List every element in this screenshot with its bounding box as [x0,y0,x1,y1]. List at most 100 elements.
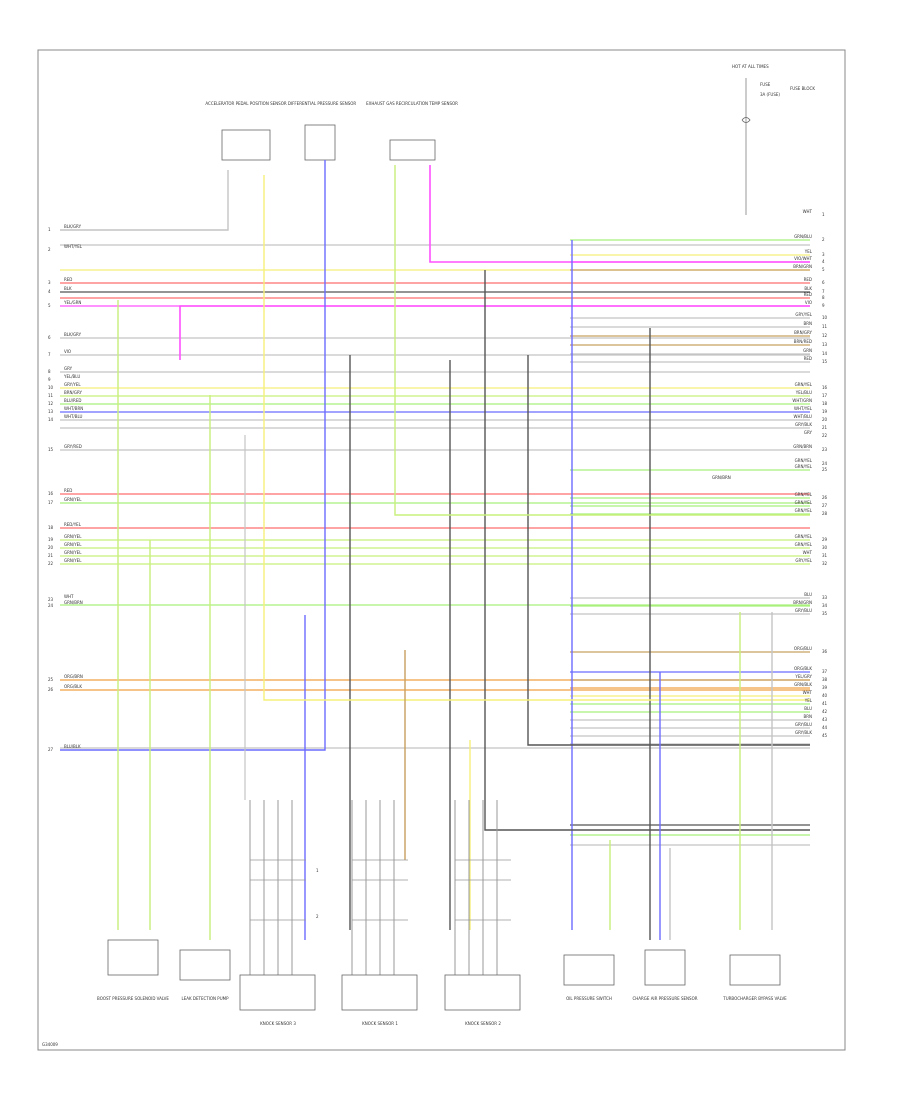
left-wire-pin: 25 [48,677,54,682]
egr-temp-sensor-box [389,139,436,161]
left-wire-label: YEL/GRN [63,300,81,305]
fuse-note-1: HOT AT ALL TIMES [732,64,769,69]
side-marker-1: 1 [316,868,319,873]
oil-pressure-switch-label: OIL PRESSURE SWITCH [566,996,612,1001]
left-wire-pin: 12 [48,401,54,406]
right-wire-label: VIO [805,300,812,305]
right-wire-label: GRY/YEL [795,558,812,563]
gry-wire [60,170,229,231]
right-wire-labels: WHT1GRN/BLU2YEL3VIO/WHT4BRN/GRN5RED6BLK7… [792,209,827,738]
right-wire-pin: 32 [822,561,828,566]
right-wire-pin: 2 [822,237,825,242]
right-wire-pin: 40 [822,693,828,698]
right-wire-label: GRN/YEL [795,534,813,539]
left-wire-pin: 26 [48,687,54,692]
right-wire-pin: 19 [822,409,828,414]
right-wire-pin: 43 [822,717,828,722]
left-wire-pin: 9 [48,377,51,382]
knock-sensor-3-label: KNOCK SENSOR 3 [260,1021,296,1026]
left-wire-label: BLK/GRY [64,332,82,337]
blk-wire-2 [527,355,810,746]
oil-pressure-switch-box [563,954,615,986]
left-wire-label: RED [64,277,72,282]
right-wire-label: GRN/BLU [794,234,812,239]
right-wire-pin: 27 [822,503,828,508]
right-wire-label: GRN/YEL [795,542,813,547]
right-wire-pin: 33 [822,595,828,600]
right-wire-pin: 4 [822,259,825,264]
left-wire-pin: 17 [48,500,54,505]
right-wire-label: GRY/BLK [795,422,812,427]
right-wire-label: GRN/YEL [795,458,813,463]
right-wire-pin: 17 [822,393,828,398]
left-wire-label: BLU/BLK [64,744,81,749]
left-wire-label: ORG/BRN [64,674,83,679]
left-wire-labels: BLK/GRY1WHT/YEL2RED3BLK4YEL/GRN5BLK/GRY6… [48,224,83,752]
blk-wire [484,270,810,831]
right-wire-pin: 20 [822,417,828,422]
right-wire-label: WHT [803,550,813,555]
knock-sensor-2-box [444,974,521,1011]
left-wire-pin: 6 [48,335,51,340]
left-wire-label: GRY [64,366,73,371]
right-wire-label: YEL/BLU [795,390,812,395]
right-wire-pin: 26 [822,495,828,500]
right-wire-label: ORG/BLK [794,666,812,671]
left-wire-label: GRN/BRN [64,600,83,605]
turbo-bypass-valve-label: TURBOCHARGER BYPASS VALVE [722,996,787,1001]
right-wire-label: RED [804,356,812,361]
left-wire-label: WHT/YEL [64,244,83,249]
leak-pump-label: LEAK DETECTION PUMP [182,996,230,1001]
knock-sensor-2-label: KNOCK SENSOR 2 [465,1021,501,1026]
left-wire-pin: 15 [48,447,54,452]
right-wire-pin: 9 [822,303,825,308]
left-wire-pin: 18 [48,525,54,530]
top-components: ACCELERATOR PEDAL POSITION SENSOR DIFFER… [205,101,458,161]
left-wire-label: VIO [64,349,71,354]
leak-pump-box [179,949,231,981]
right-wire-label: BRN/GRN [793,264,812,269]
right-wire-pin: 35 [822,611,828,616]
left-wire-label: GRN/YEL [64,558,82,563]
right-wire-pin: 29 [822,537,828,542]
right-wire-label: GRY/BLU [795,608,812,613]
right-wire-pin: 38 [822,677,828,682]
left-wire-label: GRN/YEL [64,550,82,555]
left-wire-pin: 23 [48,597,54,602]
right-wire-label: BRN/GRN [793,600,812,605]
right-wire-label: BLU [804,592,812,597]
right-wire-label: BLK [804,286,812,291]
right-wire-label: GRN/YEL [795,492,813,497]
right-wire-label: WHT/GRN [792,398,812,403]
right-wire-pin: 13 [822,342,828,347]
charge-air-sensor-label: CHARGE AIR PRESSURE SENSOR [632,996,697,1001]
left-wire-label: GRY/RED [64,444,82,449]
right-wire-pin: 42 [822,709,828,714]
right-wire-label: WHT/BLU [794,414,813,419]
right-wire-pin: 25 [822,467,828,472]
left-wire-pin: 8 [48,369,51,374]
right-wire-label: GRY/YEL [795,312,812,317]
right-wire-label: WHT/YEL [794,406,813,411]
left-wire-pin: 2 [48,247,51,252]
right-wire-label: GRN/YEL [795,500,813,505]
left-wire-pin: 11 [48,393,54,398]
right-wire-label: GRN/YEL [795,382,813,387]
bottom-components: BOOST PRESSURE SOLENOID VALVE LEAK DETEC… [97,939,787,1026]
left-wire-pin: 14 [48,417,54,422]
right-wire-label: BRN/RED [794,339,812,344]
side-marker-2: 2 [316,914,319,919]
right-wire-pin: 7 [822,289,825,294]
right-wire-label: GRN/YEL [795,508,813,513]
left-wire-label: BLK/GRY [64,224,82,229]
right-wire-pin: 22 [822,433,828,438]
left-wire-pin: 16 [48,491,54,496]
turbo-bypass-valve-box [729,954,781,986]
left-wire-pin: 3 [48,280,51,285]
right-wire-label: RED [804,292,812,297]
right-wire-label: GRY [804,430,813,435]
accelerator-pedal-sensor-label: ACCELERATOR PEDAL POSITION SENSOR [205,101,286,106]
left-wire-label: GRN/YEL [64,542,82,547]
boost-solenoid-label: BOOST PRESSURE SOLENOID VALVE [97,996,169,1001]
left-wire-pin: 5 [48,303,51,308]
